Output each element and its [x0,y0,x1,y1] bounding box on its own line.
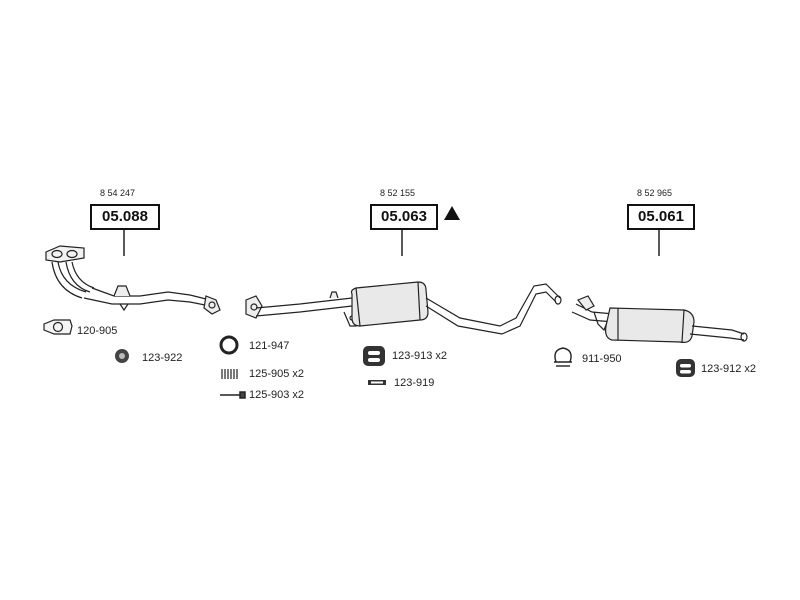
part-label: 123-919 [394,377,435,389]
center-silencer-part [245,281,562,335]
rubber-mount-icon [115,349,129,363]
spring-icon [221,369,238,379]
part-label: 120-905 [77,325,118,337]
rear-silencer-part [571,295,748,343]
part-label: 125-903 x2 [249,389,305,401]
clamp-icon [554,347,572,367]
sealing-ring-icon [219,335,239,355]
assembly-ref-05061: 8 52 965 [637,188,673,198]
assembly-code-05061[interactable]: 05.061 [627,204,695,230]
gasket-icon [43,319,73,335]
assembly-ref-05063: 8 52 155 [380,188,416,198]
rubber-hanger-icon [363,346,385,366]
assembly-ref-05088: 8 54 247 [100,188,136,198]
assembly-code-05088[interactable]: 05.088 [90,204,160,230]
part-label: 123-913 x2 [392,350,448,362]
front-pipe-part [45,245,221,315]
clip-strip-icon [368,380,386,385]
part-label: 123-912 x2 [701,363,757,375]
triangle-icon [444,206,460,220]
bolt-icon [220,391,246,399]
assembly-code-05063[interactable]: 05.063 [370,204,438,230]
part-label: 123-922 [142,352,183,364]
part-label: 911-950 [582,353,622,365]
part-label: 125-905 x2 [249,368,305,380]
part-label: 121-947 [249,340,290,352]
rubber-hanger-icon [676,359,695,377]
